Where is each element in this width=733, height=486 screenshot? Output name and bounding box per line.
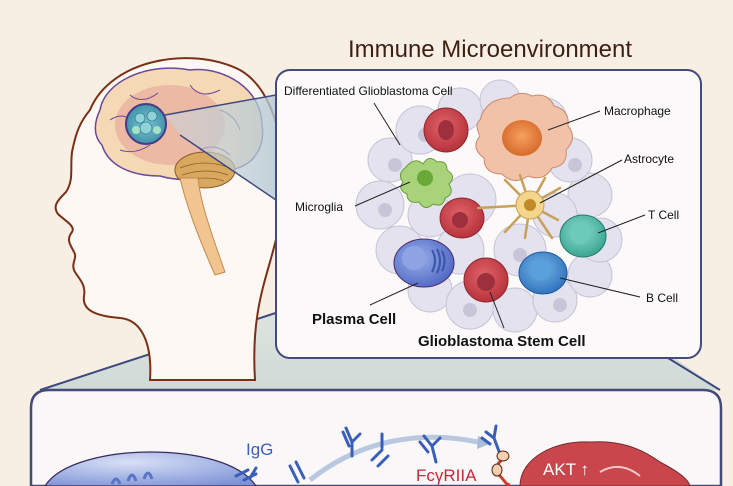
igg-antibodies [234, 424, 502, 484]
akt-feedback-arrow [599, 465, 641, 477]
label-macrophage: Macrophage [604, 104, 671, 118]
gbm-stem-cell-large [519, 441, 691, 486]
label-plasma-cell: Plasma Cell [312, 311, 397, 328]
label-fcgriia: FcγRIIA [416, 466, 477, 485]
plasma-cell-large [44, 451, 257, 486]
label-b-cell: B Cell [646, 291, 679, 305]
astrocyte-processes [476, 173, 562, 240]
gbm-stem-cell-2 [439, 197, 485, 239]
antibody [480, 424, 502, 456]
brain-tumor [125, 103, 167, 145]
label-akt-up: AKT ↑ [543, 460, 589, 479]
microglia [399, 158, 453, 208]
gbm-stem-cell-1 [423, 107, 469, 153]
brainstem [179, 177, 226, 276]
antibody [341, 426, 362, 458]
zoom-beam-upper [165, 95, 276, 200]
gbm-stem-cell-3 [463, 257, 509, 303]
t-cell [559, 214, 607, 258]
secretion-arrowhead [477, 436, 492, 449]
secretion-arrow [308, 434, 479, 482]
macrophage [475, 92, 573, 181]
antibody [234, 466, 258, 482]
plasma-cell [393, 238, 455, 288]
fcgriia-receptor [491, 450, 511, 486]
antibody [288, 460, 306, 484]
leader-lines [354, 102, 646, 329]
label-igg: IgG [246, 440, 274, 459]
antibody [418, 434, 442, 464]
b-cell [518, 251, 568, 295]
label-glioblastoma-stem-cell: Glioblastoma Stem Cell [418, 333, 586, 350]
label-astrocyte: Astrocyte [624, 152, 675, 166]
antibody [370, 432, 390, 468]
label-differentiated-glioblastoma-cell: Differentiated Glioblastoma Cell [284, 84, 453, 98]
label-t-cell: T Cell [648, 208, 680, 222]
label-microglia: Microglia [295, 200, 344, 214]
diagram-title: Immune Microenvironment [347, 36, 633, 63]
